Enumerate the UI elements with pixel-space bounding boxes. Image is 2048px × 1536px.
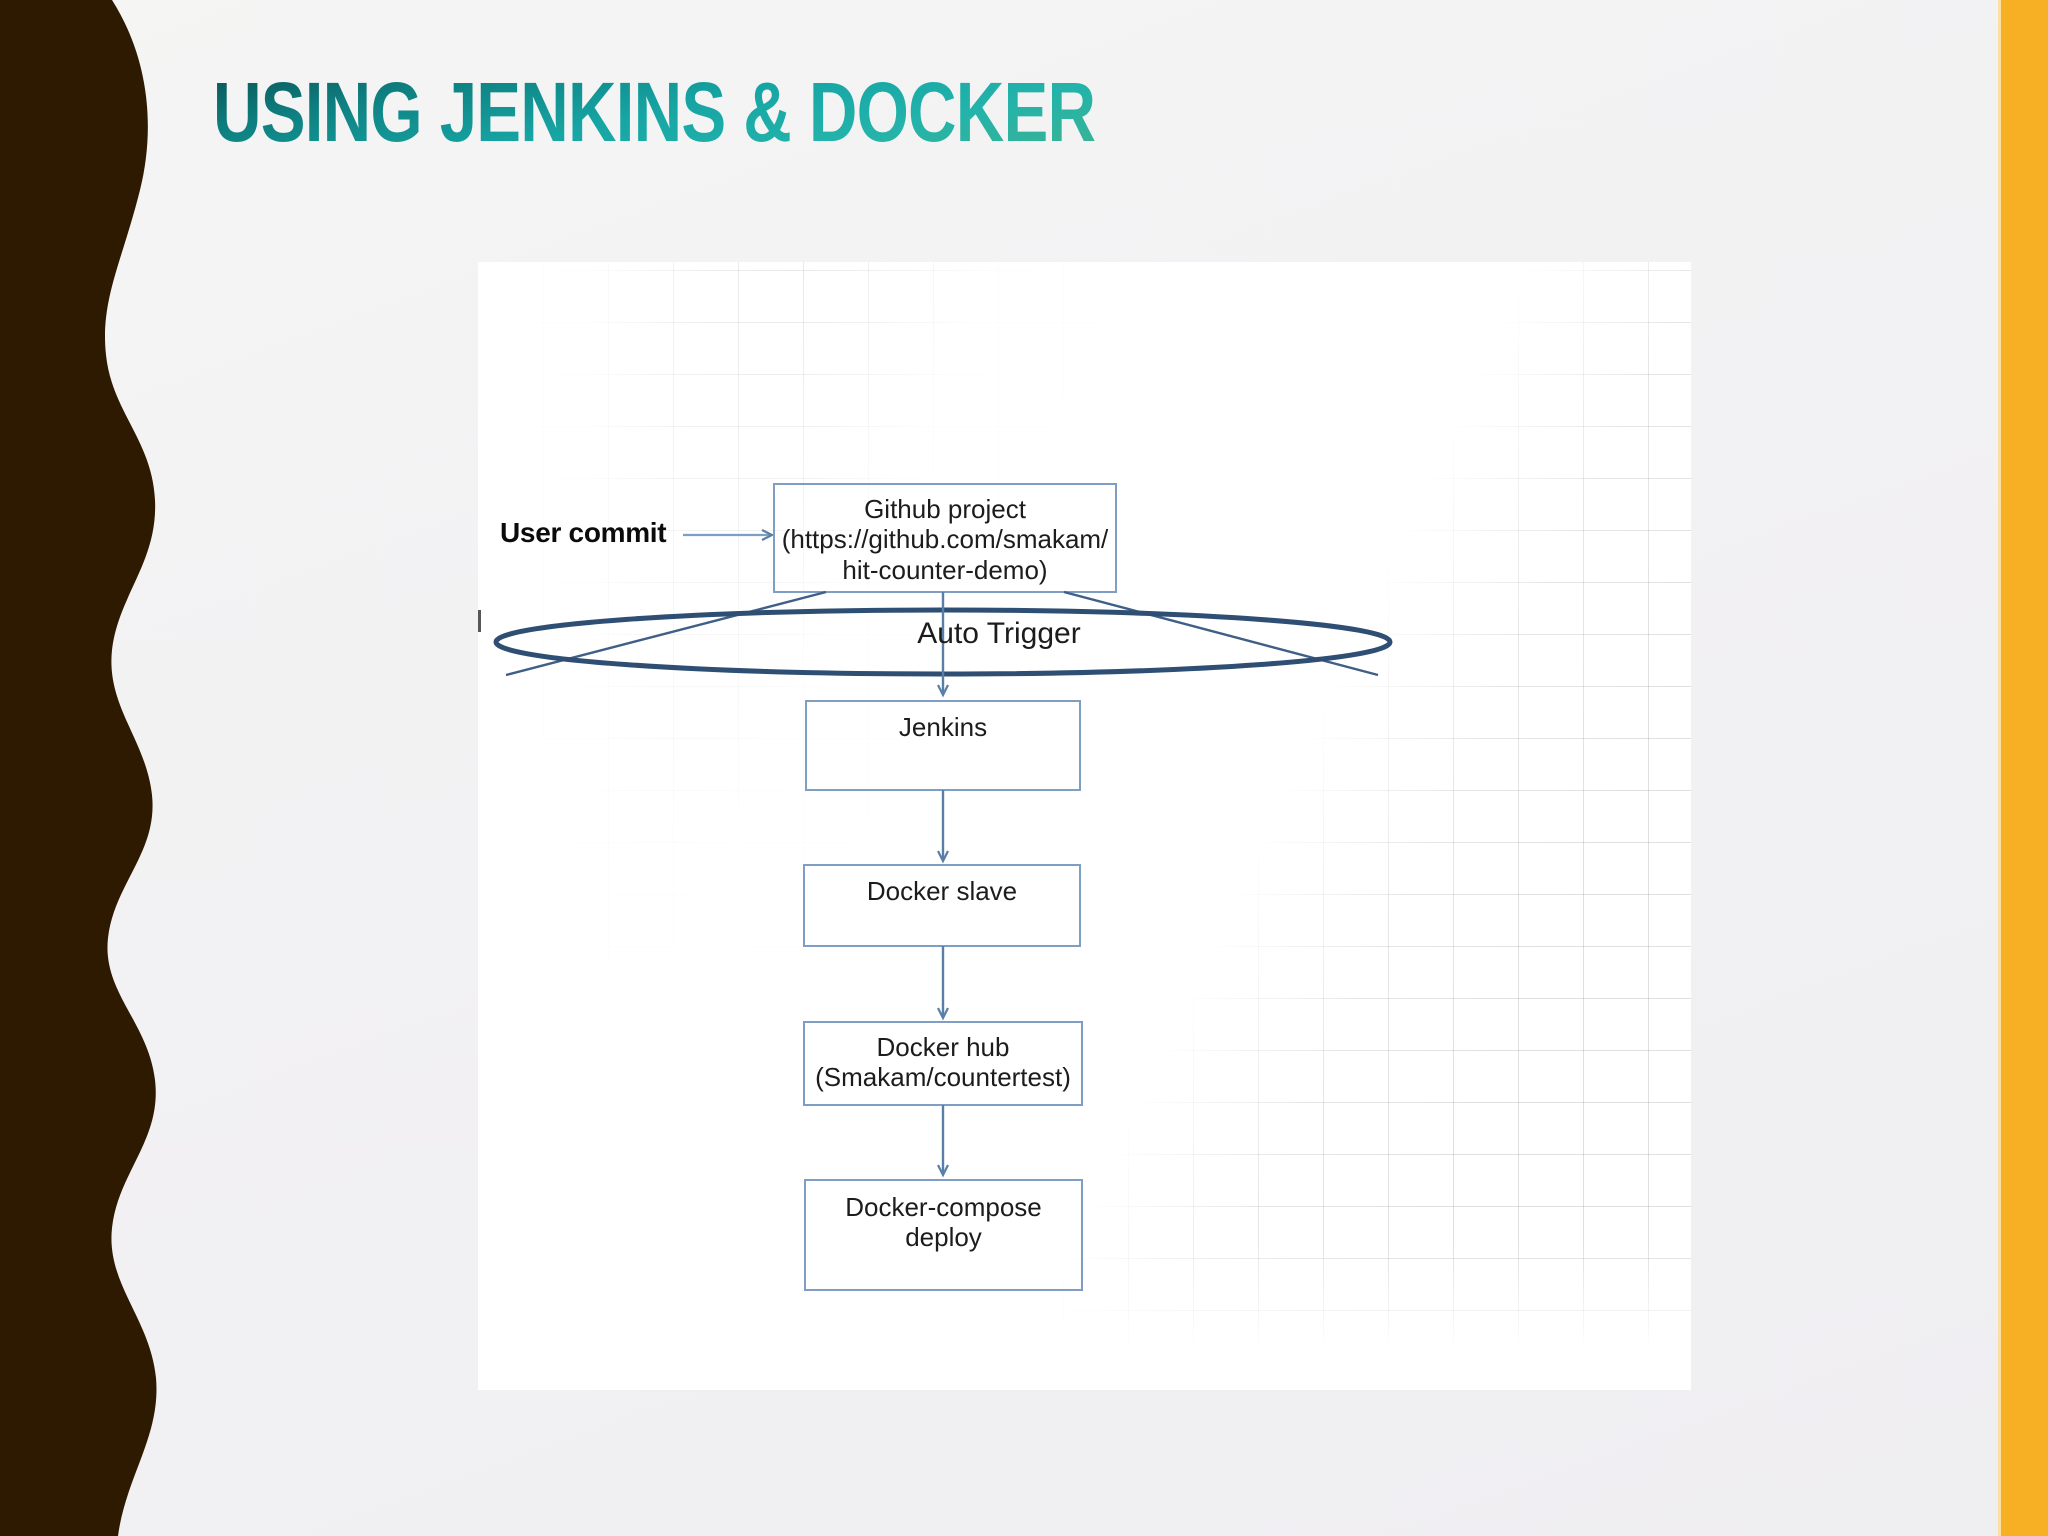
node-github-label: Github project (https://github.com/smaka…: [781, 494, 1109, 585]
node-docker-hub-label: Docker hub (Smakam/countertest): [815, 1032, 1071, 1093]
flowchart-shapes: [493, 483, 1393, 1291]
ellipse-connector-left: [505, 590, 827, 677]
right-orange-bar: [2001, 0, 2048, 1536]
left-wave-decoration: [0, 0, 157, 1536]
scan-artifact: [478, 610, 481, 632]
grid-fade-left: [478, 262, 808, 1390]
node-jenkins-label: Jenkins: [898, 712, 988, 742]
right-bar-highlight: [1998, 0, 2001, 1536]
ellipse-connector-right: [1063, 590, 1379, 677]
grid-fade-bottom: [478, 1240, 1691, 1390]
auto-trigger-label: Auto Trigger: [917, 617, 1081, 650]
node-deploy-label: Docker-compose deploy: [845, 1192, 1042, 1253]
node-deploy-box: [804, 1179, 1083, 1291]
node-github-box: [773, 483, 1117, 593]
user-commit-label: User commit: [500, 517, 667, 548]
page-title: USING JENKINS & DOCKER: [213, 65, 1096, 159]
node-docker-slave-label: Docker slave: [866, 876, 1018, 906]
flowchart-image: User commit Github project (https://gith…: [478, 262, 1691, 1390]
